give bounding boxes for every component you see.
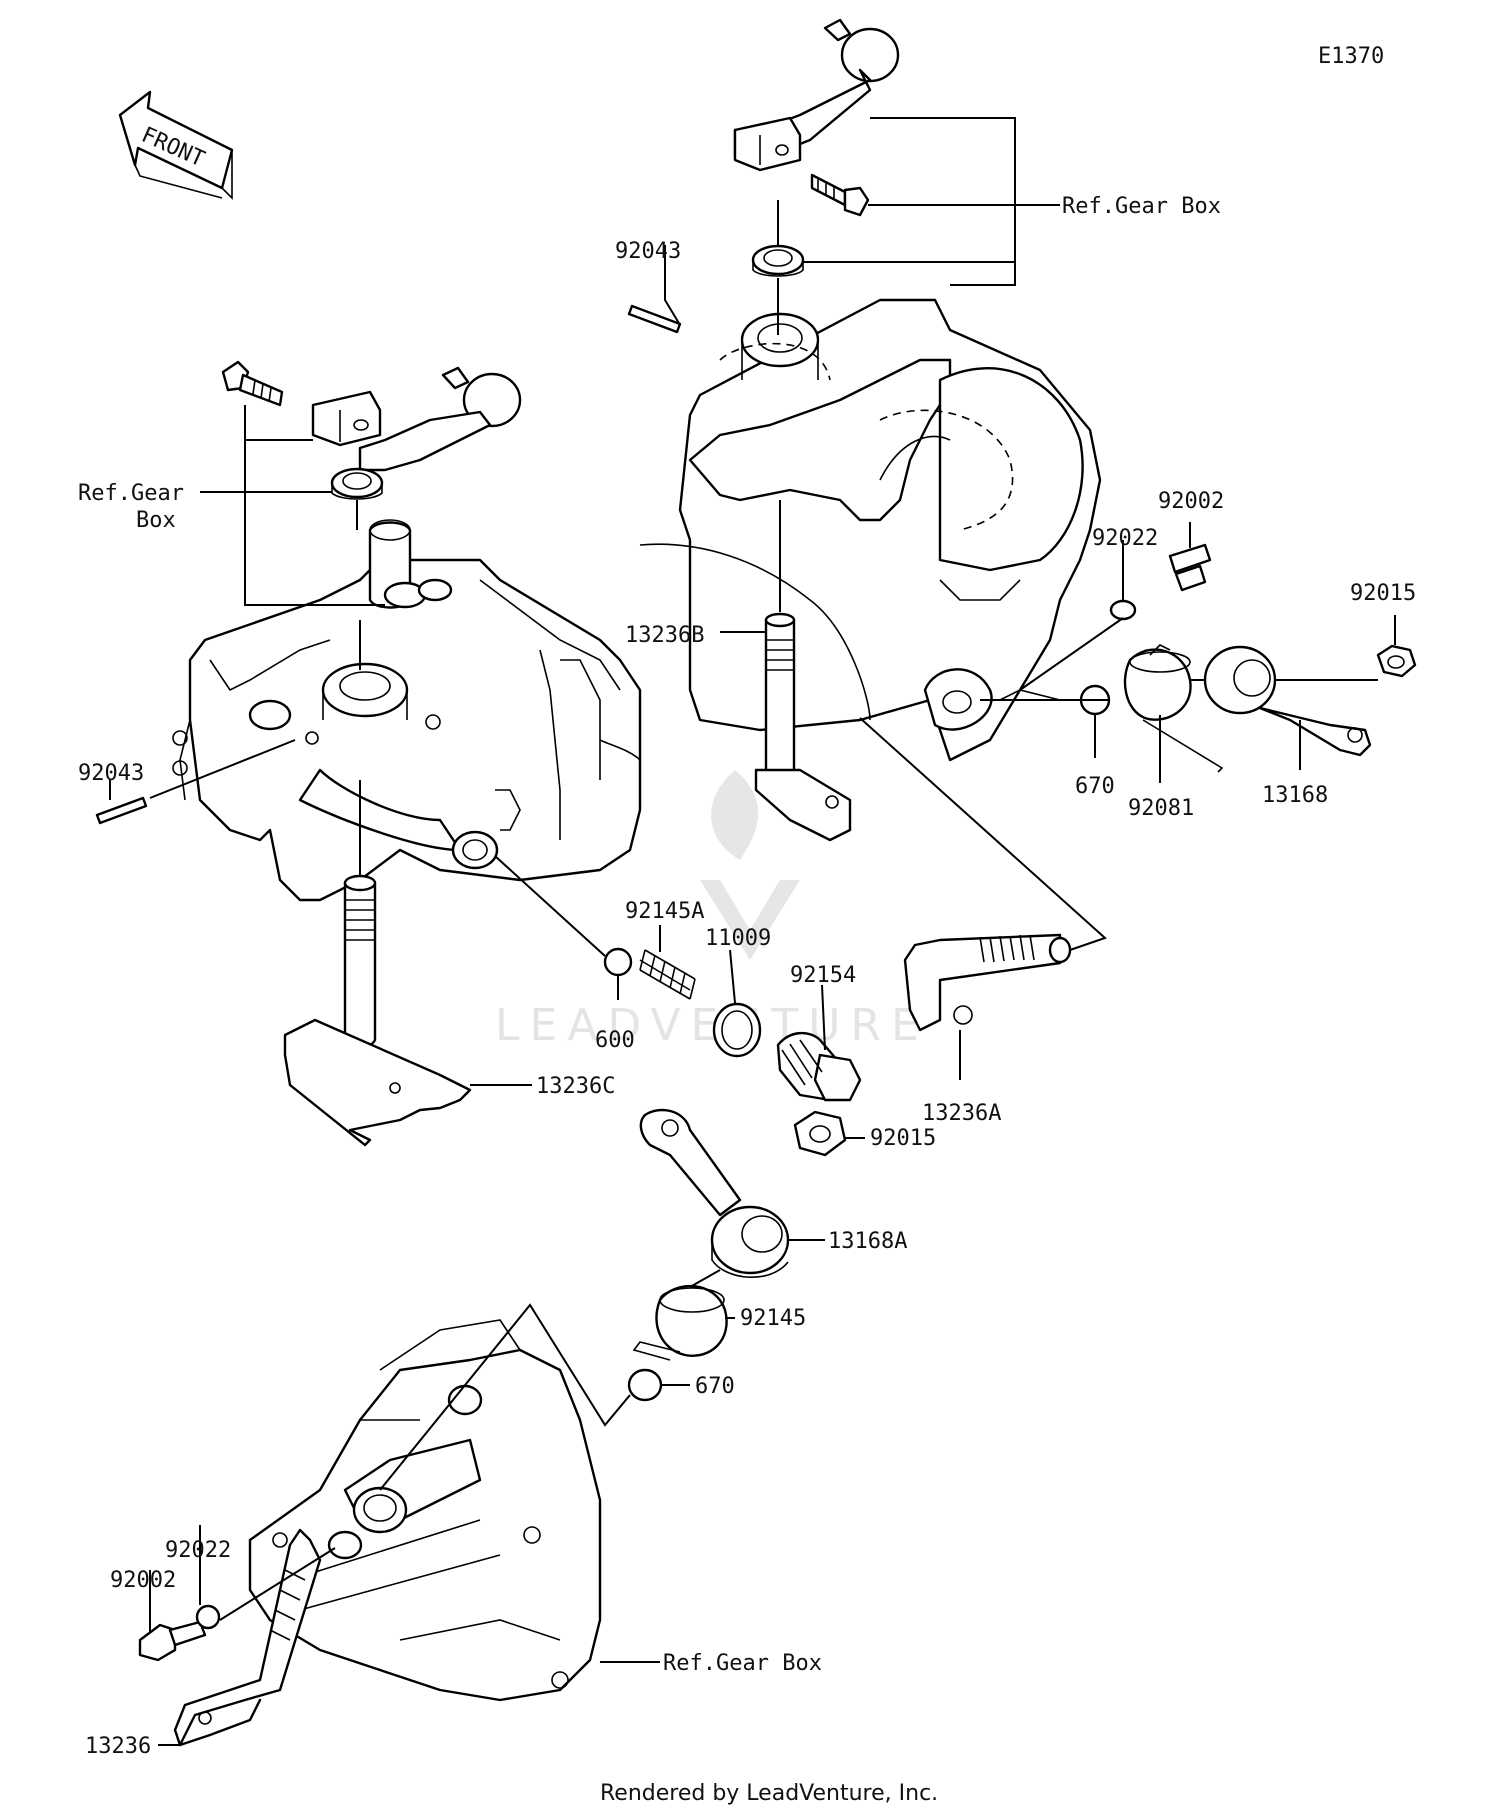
top-seal [751, 244, 805, 277]
spring-92145 [632, 1285, 728, 1361]
top-bolt [810, 173, 870, 217]
label-13236B: 13236B [625, 623, 704, 648]
leader-lines [109, 117, 1396, 1746]
label-92154: 92154 [790, 963, 856, 988]
left-bolt [221, 360, 284, 407]
watermark-text: LEADVENTURE [495, 1000, 929, 1051]
label-92145: 92145 [740, 1306, 806, 1331]
top-gear-case [639, 298, 1102, 762]
label-670-mid: 670 [695, 1374, 735, 1399]
label-92015-right: 92015 [1350, 581, 1416, 606]
label-92002-right: 92002 [1158, 489, 1224, 514]
label-92043-left: 92043 [78, 761, 144, 786]
nut-92015-right [1376, 644, 1417, 678]
bolt-92002-right [1168, 543, 1212, 592]
label-92022-bottom: 92022 [165, 1538, 231, 1563]
left-gear-case [172, 519, 642, 902]
label-11009: 11009 [705, 926, 771, 951]
left-shift-lever [311, 366, 522, 472]
label-92145A: 92145A [625, 899, 704, 924]
nut-92015-mid [793, 1110, 847, 1157]
left-seal [330, 467, 384, 500]
label-92002-bottom: 92002 [110, 1568, 176, 1593]
bolt-92002-bottom [138, 1620, 207, 1662]
arm-13168 [1203, 645, 1372, 757]
label-13236C: 13236C [536, 1074, 615, 1099]
diagram-code: E1370 [1318, 44, 1384, 69]
label-ref-gear-box-left-1: Ref.Gear [78, 481, 184, 506]
label-ref-gear-box-top: Ref.Gear Box [1062, 194, 1221, 219]
top-shift-lever [733, 18, 900, 172]
arm-13168A [639, 1108, 790, 1278]
label-13168: 13168 [1262, 783, 1328, 808]
bottom-gear-case [248, 1319, 602, 1702]
spring-92081 [1123, 644, 1224, 773]
dowel-pin-top [627, 304, 682, 334]
front-arrow-icon: FRONT [118, 90, 234, 200]
dowel-pin-left [95, 796, 148, 825]
oring-670-mid [627, 1368, 663, 1402]
label-13236: 13236 [85, 1734, 151, 1759]
label-ref-gear-box-bottom: Ref.Gear Box [663, 1651, 822, 1676]
washer-11009 [712, 1002, 762, 1058]
shaft-13236B [754, 612, 852, 842]
shaft-13236 [173, 1528, 322, 1747]
ball-600 [603, 947, 633, 977]
label-600: 600 [595, 1028, 635, 1053]
label-92081: 92081 [1128, 796, 1194, 821]
footer-credit: Rendered by LeadVenture, Inc. [600, 1781, 938, 1806]
plug-92154 [776, 1031, 862, 1102]
washer-92022-bottom [195, 1604, 221, 1630]
shaft-13236A [903, 933, 1072, 1032]
washer-92022-right [1109, 599, 1137, 621]
spring-92145A [639, 949, 696, 1000]
shaft-13236C [283, 874, 472, 1147]
label-13236A: 13236A [922, 1101, 1001, 1126]
label-ref-gear-box-left-2: Box [136, 508, 176, 533]
label-670-right: 670 [1075, 774, 1115, 799]
label-92043-top: 92043 [615, 239, 681, 264]
label-13168A: 13168A [828, 1229, 907, 1254]
leadventure-watermark: LEADVENTURE [495, 770, 929, 1051]
label-92022-right: 92022 [1092, 526, 1158, 551]
label-92015-mid: 92015 [870, 1126, 936, 1151]
